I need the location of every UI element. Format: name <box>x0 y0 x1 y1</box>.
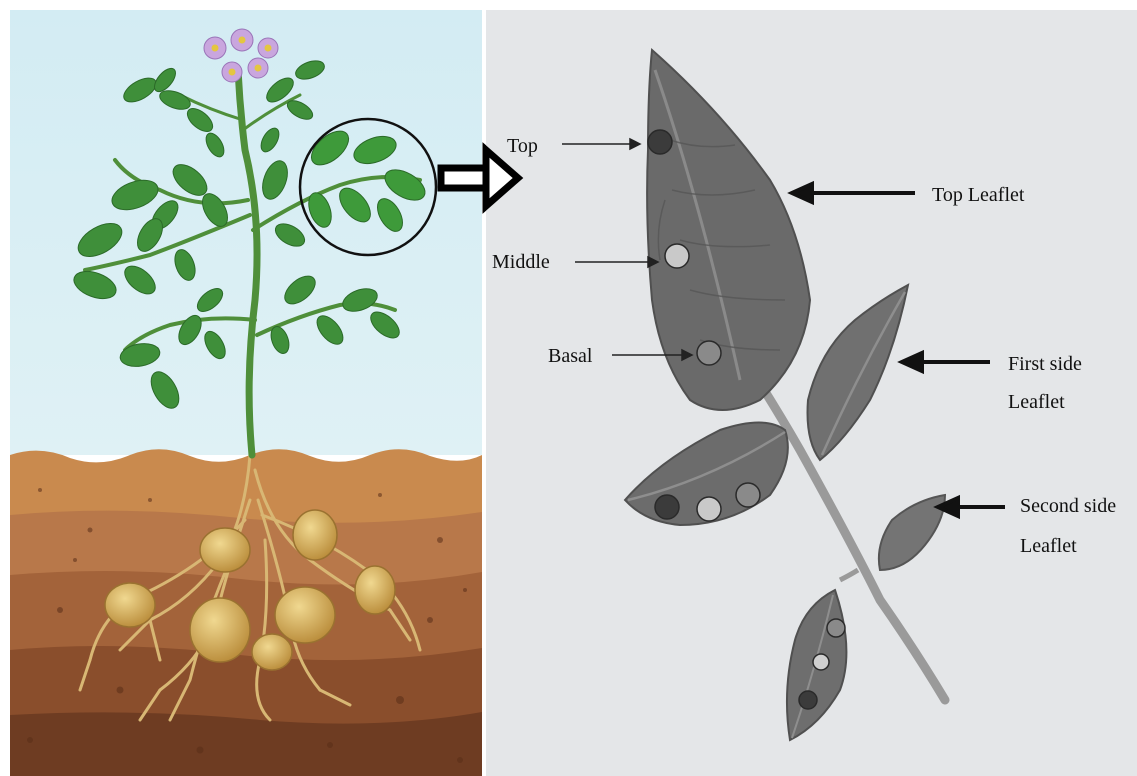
label-second-side-line2: Leaflet <box>1020 535 1077 557</box>
plant-illustration-panel <box>10 10 482 776</box>
label-top-leaflet: Top Leaflet <box>932 184 1025 206</box>
leaf-photo-panel: Top Middle Basal Top Leaflet First side … <box>486 10 1137 776</box>
label-first-side-line2: Leaflet <box>1008 391 1065 413</box>
top-sample-dot <box>648 130 672 154</box>
basal-sample-dot <box>697 341 721 365</box>
label-first-side-line1: First side <box>1008 353 1082 375</box>
label-basal: Basal <box>548 345 593 367</box>
label-top: Top <box>507 135 538 157</box>
middle-sample-dot <box>665 244 689 268</box>
label-middle: Middle <box>492 251 550 273</box>
label-second-side-line1: Second side <box>1020 495 1116 517</box>
